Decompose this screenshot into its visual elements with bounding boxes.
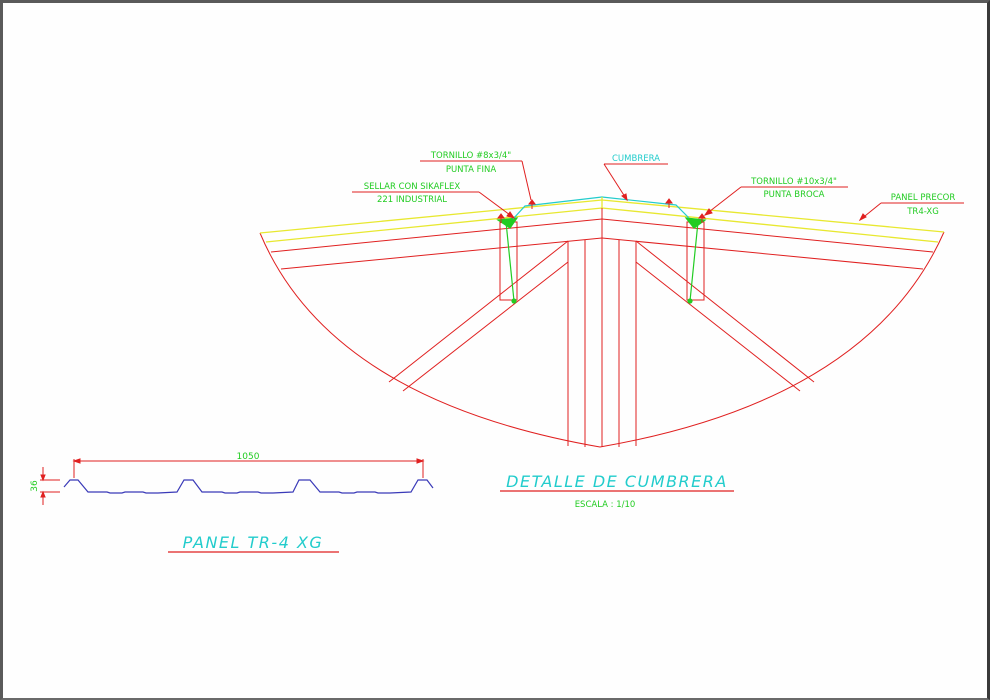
label-ridge: CUMBRERA: [612, 154, 660, 164]
screw-icon: [665, 198, 673, 208]
sealant-lines: [496, 217, 707, 304]
label-screw-right-line1: TORNILLO #10x3/4": [750, 177, 837, 187]
label-screw-left-line2: PUNTA FINA: [446, 165, 497, 175]
detail-title: DETALLE DE CUMBRERA: [506, 472, 728, 491]
width-dimension-value: 1050: [237, 452, 260, 462]
section-arc: [259, 231, 945, 448]
panel-profile: 1050 36 PANEL TR-4 XG: [30, 452, 434, 553]
label-screw-left-line1: TORNILLO #8x3/4": [430, 151, 511, 161]
screw-icons: [497, 198, 706, 223]
panel-profile-line: [63, 479, 434, 494]
ridge-detail: TORNILLO #8x3/4" PUNTA FINA SELLAR CON S…: [259, 151, 964, 510]
height-dimension: [40, 467, 60, 505]
label-panel-line1: PANEL PRECOR: [891, 193, 956, 203]
label-screw-right-line2: PUNTA BROCA: [764, 190, 825, 200]
width-dimension: [72, 458, 425, 478]
king-post: [567, 240, 637, 447]
struts: [388, 240, 815, 392]
leaders: [352, 160, 964, 222]
screw-icon: [497, 213, 505, 223]
label-panel-line2: TR4-XG: [906, 207, 939, 217]
panel-title: PANEL TR-4 XG: [183, 533, 324, 552]
label-sealant-line2: 221 INDUSTRIAL: [377, 195, 447, 205]
callout-labels: TORNILLO #8x3/4" PUNTA FINA SELLAR CON S…: [364, 151, 956, 217]
detail-scale: ESCALA : 1/10: [575, 500, 636, 510]
height-dimension-value: 36: [30, 480, 40, 492]
label-sealant-line1: SELLAR CON SIKAFLEX: [364, 182, 461, 192]
screw-icon: [698, 213, 706, 223]
roof-panel: [259, 199, 945, 243]
screw-icon: [528, 199, 536, 209]
rafters: [270, 200, 934, 447]
